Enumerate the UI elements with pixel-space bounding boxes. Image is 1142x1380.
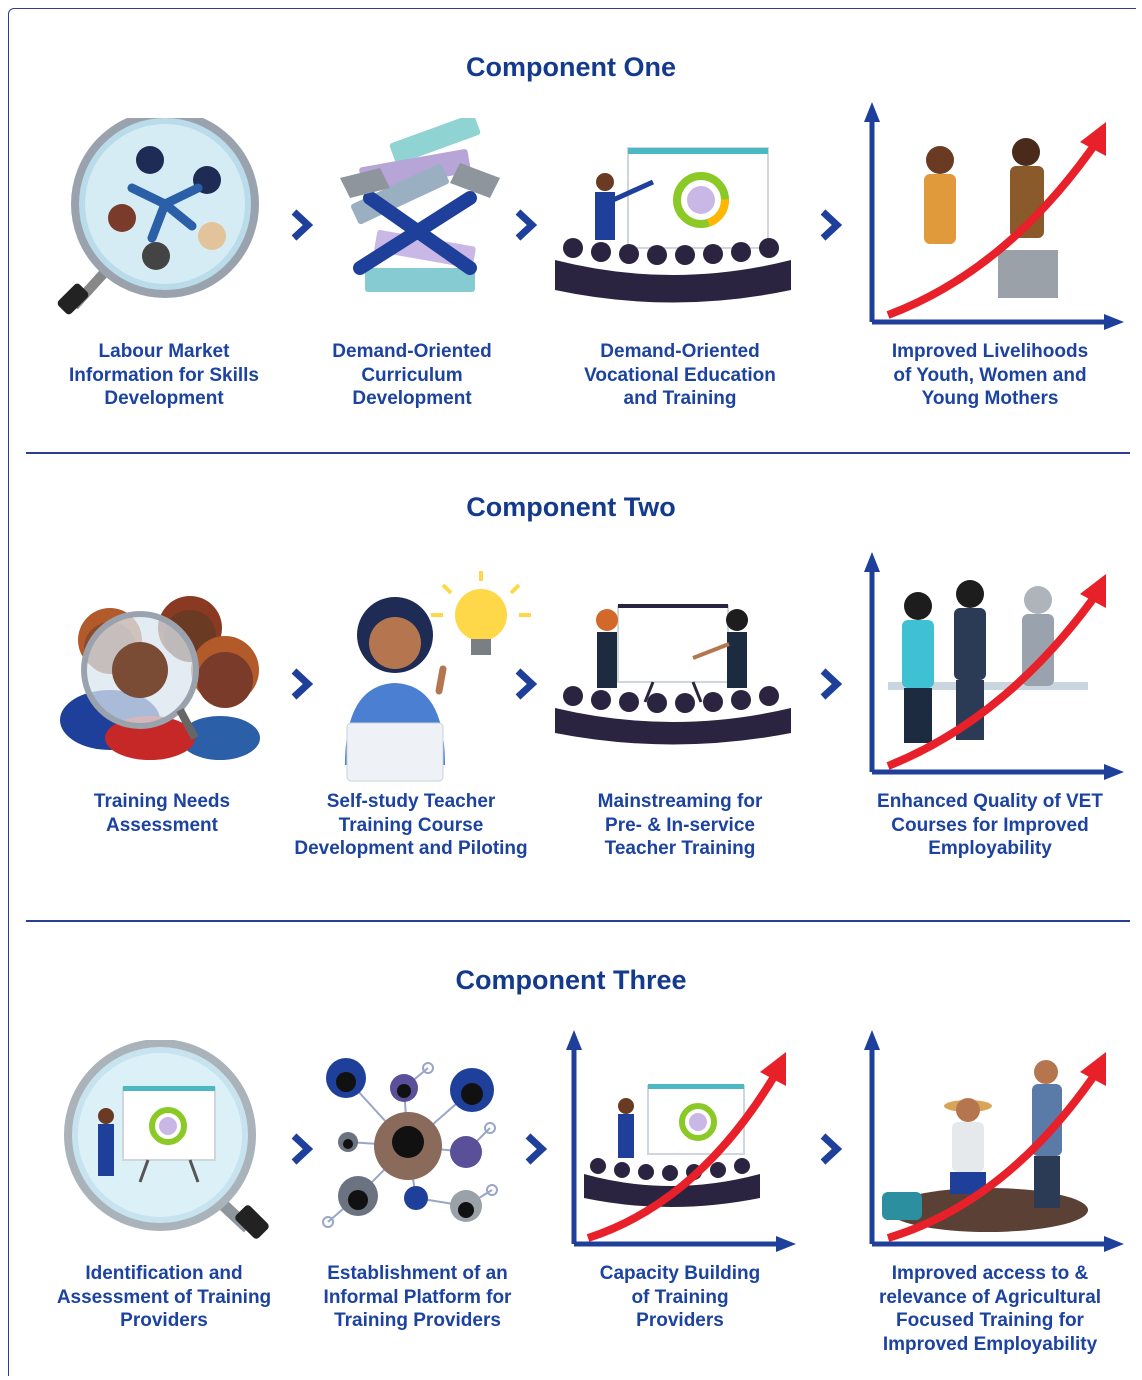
magnifier-presenter-icon <box>64 1040 269 1239</box>
component-three-title: Component Three <box>455 965 687 995</box>
component-one-title: Component One <box>466 52 676 82</box>
network-platform-icon <box>322 1058 498 1228</box>
step-caption: Improved access to &relevance of Agricul… <box>878 1263 1102 1355</box>
chevron-right-icon <box>515 668 538 700</box>
chevron-right-icon <box>515 209 538 241</box>
chevron-right-icon <box>291 1133 314 1165</box>
chevron-right-icon <box>291 668 314 700</box>
books-tools-icon <box>340 118 500 292</box>
chevron-right-icon <box>291 209 314 241</box>
chevron-right-icon <box>820 1133 843 1165</box>
component-two-title: Component Two <box>466 492 676 522</box>
diagram-frame <box>8 8 1136 1376</box>
two-presenters-audience-icon <box>555 604 791 745</box>
chevron-right-icon <box>525 1133 548 1165</box>
growth-chart-trainees-icon <box>864 552 1124 780</box>
section-divider <box>26 920 1130 922</box>
chevron-right-icon <box>820 668 843 700</box>
magnifier-people-icon <box>57 118 259 315</box>
growth-chart-presenter-icon <box>566 1030 796 1252</box>
chevron-right-icon <box>820 209 843 241</box>
growth-chart-workers-icon <box>864 102 1124 330</box>
growth-chart-farmers-icon <box>864 1030 1124 1252</box>
presenter-audience-icon <box>555 147 791 303</box>
self-study-lightbulb-icon <box>345 571 531 782</box>
section-divider <box>26 452 1130 454</box>
magnifier-group-icon <box>60 596 260 760</box>
